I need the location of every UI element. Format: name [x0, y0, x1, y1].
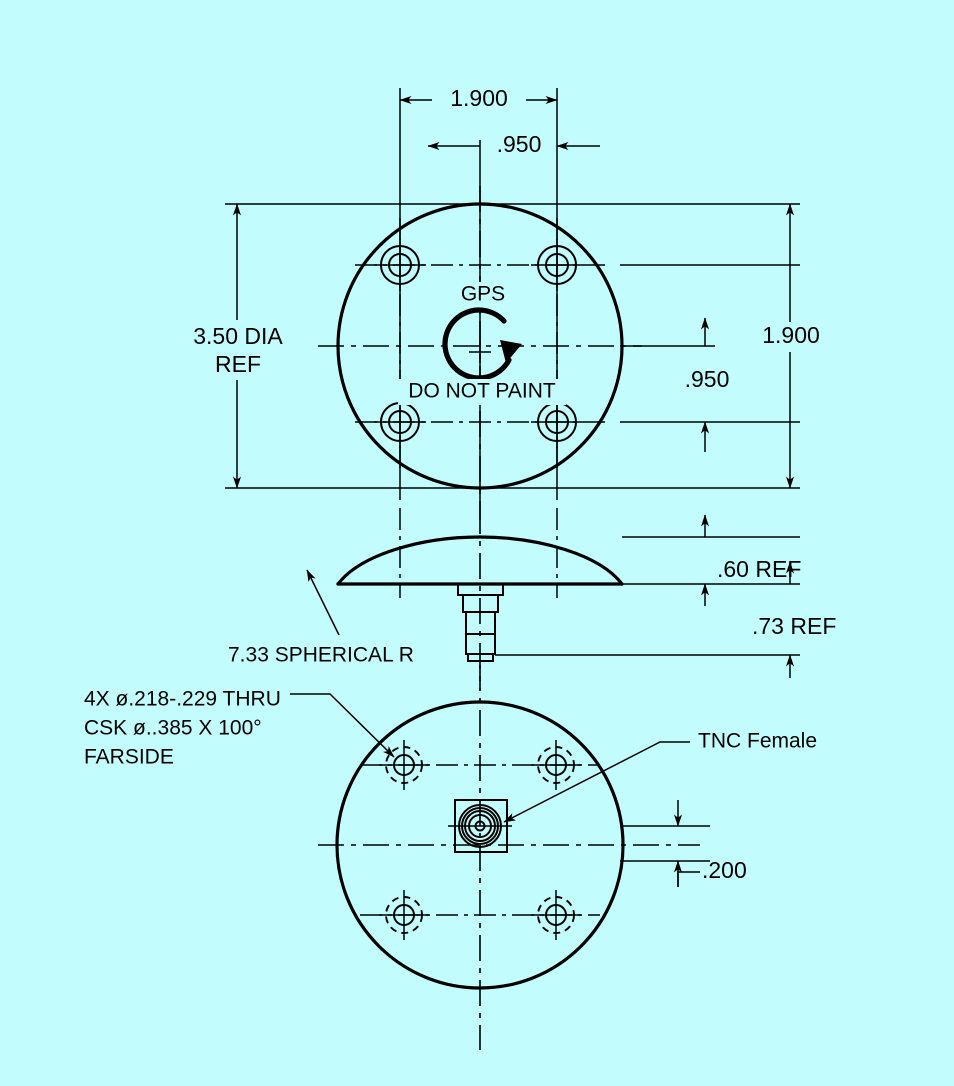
- dim-diameter-label: 3.50 DIA: [193, 323, 283, 349]
- hole-note-line-1: 4X ø.218-.229 THRU: [84, 688, 281, 711]
- hole-note-line-3: FARSIDE: [84, 746, 174, 769]
- dim-overall-height-label: 1.900: [762, 322, 820, 348]
- side-view-connector: [457, 583, 504, 662]
- dim-half-height-label: .950: [685, 366, 730, 392]
- gps-label: GPS: [461, 283, 505, 306]
- tnc-female-label: TNC Female: [698, 730, 817, 753]
- top-view-mounting-holes: [374, 239, 583, 448]
- tnc-female-callout: TNC Female: [503, 730, 817, 823]
- mounting-hole: [379, 890, 429, 940]
- dim-connector-height: .200: [620, 800, 747, 887]
- dim-top-half-width: .950: [427, 131, 600, 157]
- dim-total-height-label: .73 REF: [752, 613, 836, 639]
- spherical-radius-label: 7.33 SPHERICAL R: [228, 644, 414, 667]
- tnc-connector: [448, 799, 512, 853]
- dim-connector-height-label: .200: [702, 857, 747, 883]
- mounting-hole: [531, 239, 583, 291]
- side-view-extension-lines: [495, 536, 800, 656]
- dim-top-overall-height: 1.900: [742, 203, 842, 489]
- bottom-view-mounting-holes: [379, 740, 581, 940]
- hole-note-line-2: CSK ø..385 X 100°: [84, 717, 262, 740]
- dim-diameter-ref-label: REF: [215, 351, 261, 377]
- mounting-hole: [374, 239, 426, 291]
- dim-top-overall-width: 1.900: [399, 84, 558, 116]
- dim-dome-height: .60 REF: [701, 514, 801, 606]
- hole-note-callout: 4X ø.218-.229 THRU CSK ø..385 X 100° FAR…: [84, 688, 395, 769]
- mounting-hole: [531, 890, 581, 940]
- side-view: .60 REF .73 REF 7.33 SPHERICAL R: [228, 508, 836, 690]
- clockwise-arrow-icon: [442, 307, 522, 381]
- dim-overall-width-label: 1.900: [450, 85, 508, 111]
- mounting-hole: [531, 740, 581, 790]
- dim-top-diameter: 3.50 DIA REF: [180, 203, 300, 489]
- bottom-view: 4X ø.218-.229 THRU CSK ø..385 X 100° FAR…: [84, 665, 817, 1050]
- dim-top-half-height: .950: [685, 317, 730, 452]
- spherical-radius-callout: 7.33 SPHERICAL R: [228, 569, 414, 667]
- top-view: 1.900 .950 3.50 DIA REF 1.900: [180, 84, 842, 520]
- do-not-paint-label: DO NOT PAINT: [408, 380, 556, 403]
- dim-dome-height-label: .60 REF: [717, 556, 801, 582]
- side-view-dome-profile: [336, 535, 624, 586]
- dim-half-width-label: .950: [497, 131, 542, 157]
- dim-total-height: .73 REF: [752, 561, 836, 678]
- mounting-hole: [379, 740, 429, 790]
